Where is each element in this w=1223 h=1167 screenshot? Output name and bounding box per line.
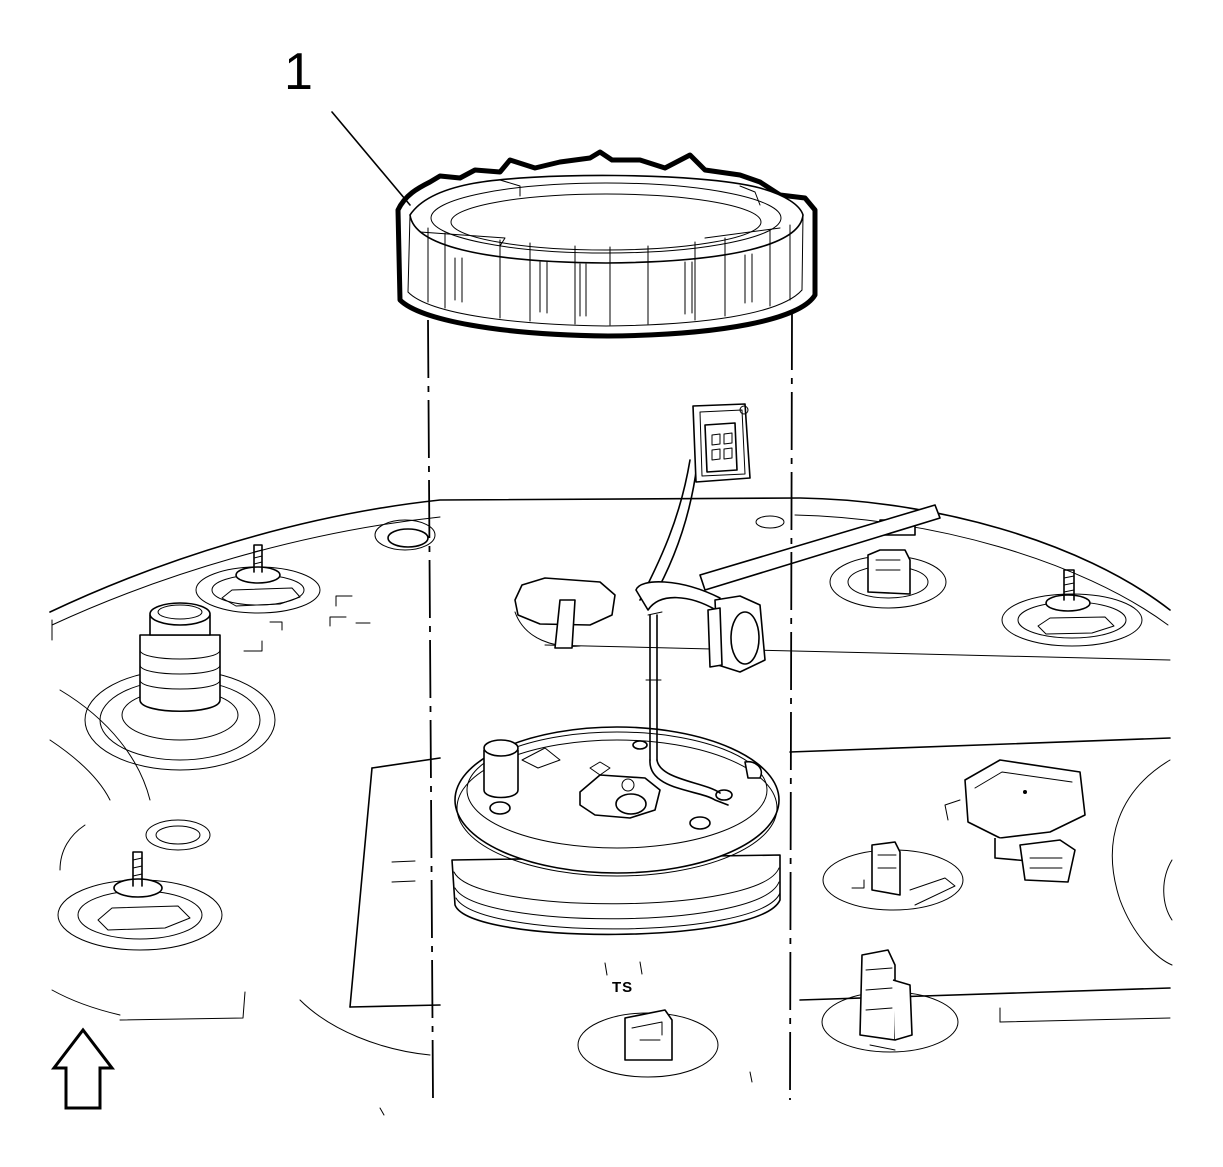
vent-valve-right — [699, 504, 947, 609]
connector-lower-right — [822, 841, 964, 911]
fuel-pump-module — [451, 403, 781, 936]
old-pump-flange — [514, 577, 616, 649]
filler-neck — [84, 602, 276, 771]
callout-leader-line — [331, 111, 411, 206]
control-module — [944, 759, 1086, 883]
plug-right-top — [755, 515, 785, 529]
callout-number: 1 — [284, 43, 313, 101]
plug-left-top — [374, 519, 436, 551]
ts-marking-label: TS — [612, 979, 634, 996]
connector-bottom-right — [821, 949, 959, 1053]
plug-left-mid — [145, 819, 211, 851]
up-arrow-outline-icon — [50, 1027, 116, 1110]
locking-ring[interactable] — [395, 149, 818, 339]
connector-bottom-center — [577, 1009, 719, 1078]
alignment-lines — [427, 311, 793, 1101]
stud-lower-left — [57, 851, 223, 951]
stud-upper-left — [195, 544, 321, 614]
tank-top-surface — [49, 497, 1173, 1116]
stud-upper-right — [1001, 569, 1143, 647]
